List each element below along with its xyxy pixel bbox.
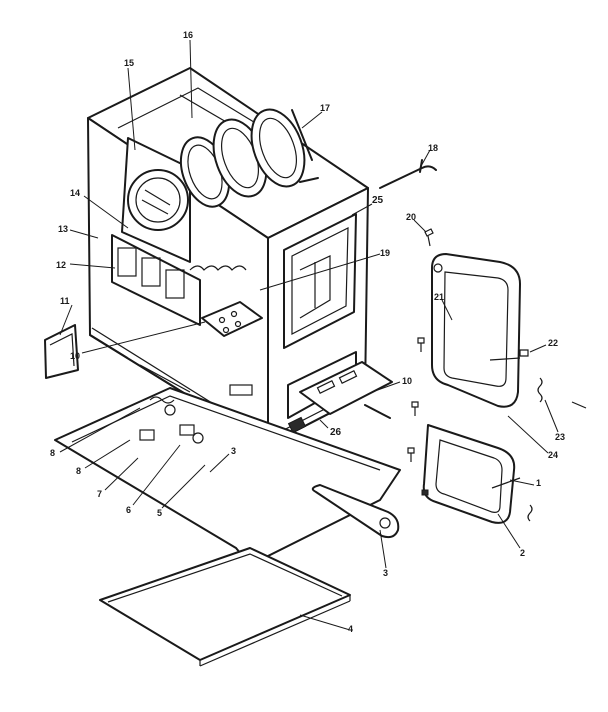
callout-17: 17 bbox=[320, 103, 331, 113]
callout-21: 21 bbox=[434, 292, 445, 302]
callout-4: 4 bbox=[348, 624, 354, 634]
callout-22: 22 bbox=[548, 338, 559, 348]
callout-5: 5 bbox=[157, 508, 163, 518]
upper-door-frame bbox=[431, 253, 521, 408]
callout-19: 19 bbox=[380, 248, 391, 258]
bottom-pan bbox=[99, 547, 351, 667]
callout-11: 11 bbox=[60, 296, 70, 306]
callout-23: 23 bbox=[555, 432, 566, 442]
callout-25: 25 bbox=[372, 195, 384, 206]
callout-3-upper: 3 bbox=[231, 446, 237, 456]
leader-lines bbox=[59, 39, 559, 631]
burner-section bbox=[111, 234, 247, 326]
callout-10-tray: 10 bbox=[70, 351, 81, 361]
callout-7: 7 bbox=[97, 489, 103, 499]
callout-24: 24 bbox=[548, 450, 559, 460]
callout-8-right: 8 bbox=[76, 466, 82, 476]
callout-18: 18 bbox=[428, 143, 439, 153]
burner-tray bbox=[201, 301, 263, 337]
front-blower-panel bbox=[121, 137, 191, 263]
base-plate bbox=[54, 387, 401, 566]
callout-2: 2 bbox=[520, 548, 526, 558]
callout-13: 13 bbox=[58, 224, 69, 234]
handle bbox=[379, 159, 437, 189]
callout-6: 6 bbox=[126, 505, 132, 515]
callout-12: 12 bbox=[56, 260, 67, 270]
lower-door-frame bbox=[422, 424, 521, 524]
callout-8-left: 8 bbox=[50, 448, 56, 458]
callout-10-drawer: 10 bbox=[402, 376, 413, 386]
drawer-assembly bbox=[287, 351, 393, 434]
callout-3-wrench: 3 bbox=[383, 568, 389, 578]
callout-26: 26 bbox=[330, 427, 342, 438]
callout-20: 20 bbox=[406, 212, 417, 222]
callout-1: 1 bbox=[536, 478, 542, 488]
wrench-tool bbox=[311, 484, 400, 539]
fasteners bbox=[407, 228, 587, 522]
callout-16: 16 bbox=[183, 30, 194, 40]
heat-exchanger-rings bbox=[179, 108, 319, 208]
callout-14: 14 bbox=[70, 188, 81, 198]
callout-15: 15 bbox=[124, 58, 135, 68]
left-bracket bbox=[44, 324, 79, 379]
